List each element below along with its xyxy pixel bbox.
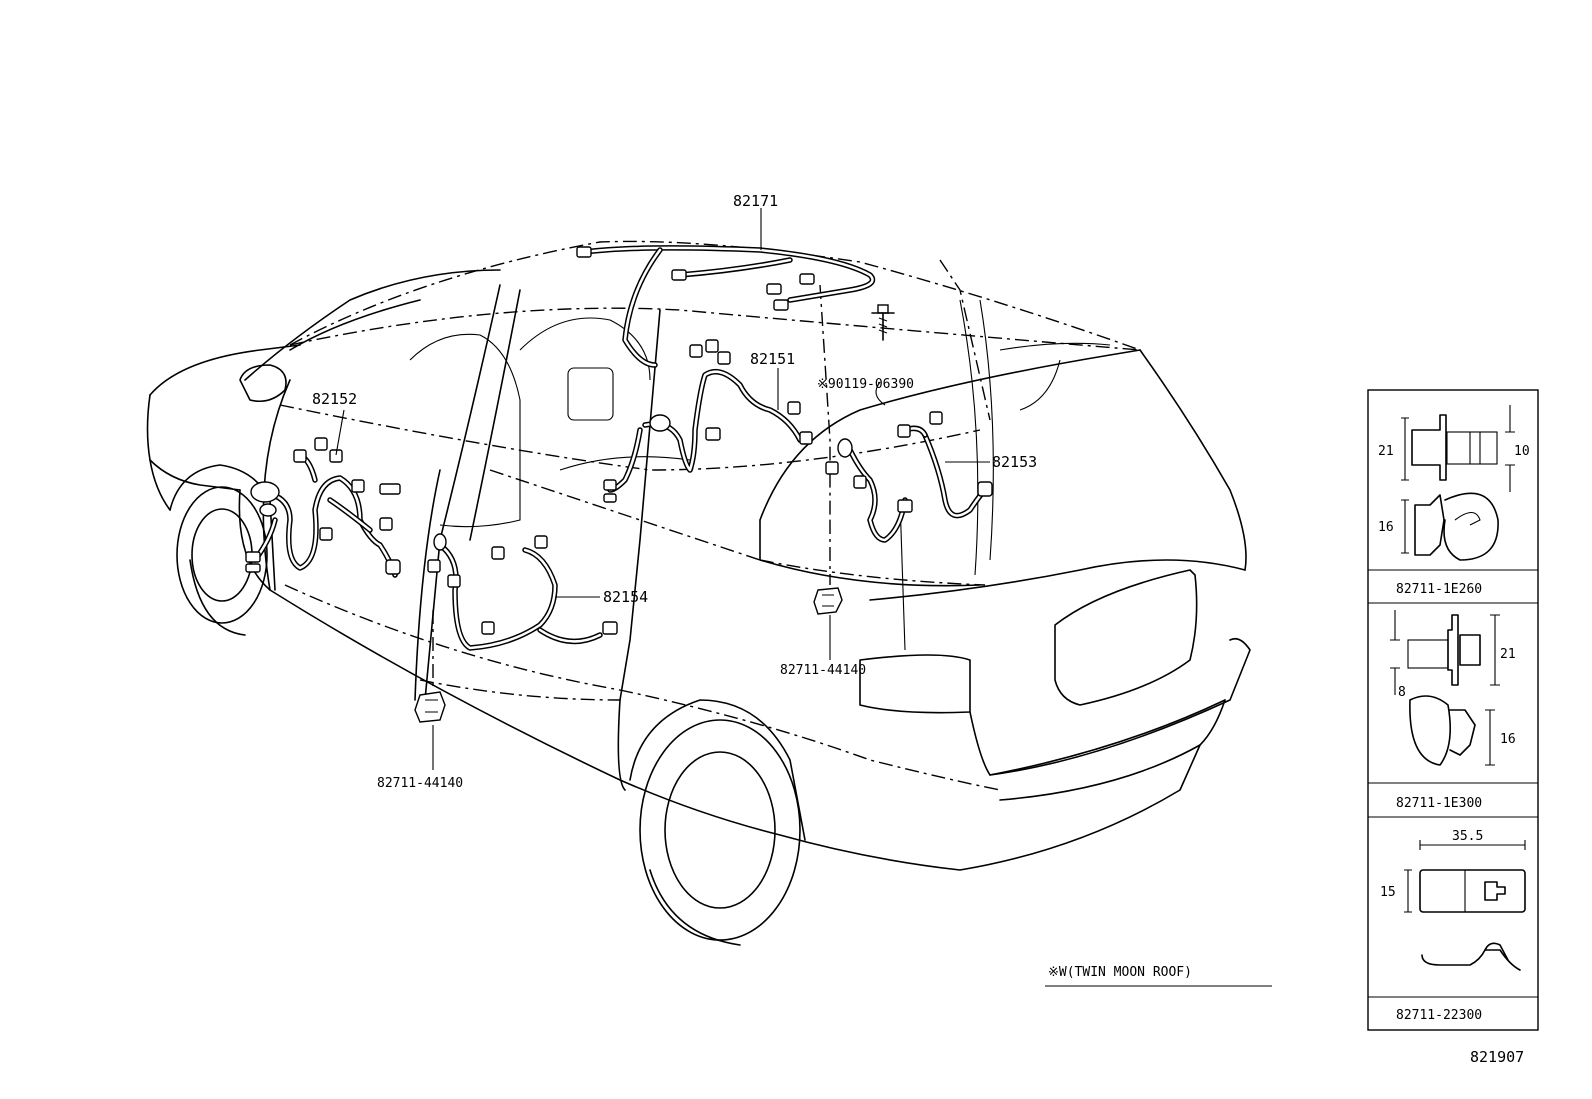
footnote: ※W(TWIN MOON ROOF) <box>1045 965 1272 987</box>
label-clamp-left: 82711-44140 <box>377 776 463 791</box>
clip1-dim-a: 21 <box>1378 444 1394 459</box>
clip-icon <box>1401 405 1515 561</box>
clip-icon <box>1390 610 1500 766</box>
clip-icon <box>1404 840 1526 971</box>
leader-lines <box>335 208 990 770</box>
clip2-dim-b: 8 <box>1398 685 1406 700</box>
note-text: ※W(TWIN MOON ROOF) <box>1048 965 1192 980</box>
label-clamp-right: 82711-44140 <box>780 663 866 678</box>
figure-id: 821907 <box>1470 1048 1524 1066</box>
vehicle-outline <box>146 240 1251 946</box>
clamp-left-icon <box>414 610 446 723</box>
clip3-dim-b: 15 <box>1380 885 1396 900</box>
label-82171: 82171 <box>733 192 778 210</box>
clip2-dim-a: 21 <box>1500 647 1516 662</box>
bolt-icon <box>871 304 895 341</box>
label-82153: 82153 <box>992 453 1037 471</box>
label-82151: 82151 <box>750 350 795 368</box>
label-82154: 82154 <box>603 588 648 606</box>
harness-82152-front <box>245 437 401 578</box>
clip1-dim-c: 16 <box>1378 520 1394 535</box>
clip1-part: 82711-1E260 <box>1396 582 1482 597</box>
clip1-dim-b: 10 <box>1514 444 1530 459</box>
clip3-part: 82711-22300 <box>1396 1008 1482 1023</box>
harness-82171-roof <box>576 245 876 368</box>
harness-82151-center <box>603 339 813 503</box>
clamp-right-icon <box>813 520 843 615</box>
harness-82153-rear <box>825 411 993 543</box>
clip2-dim-c: 16 <box>1500 732 1516 747</box>
clip3-dim-a: 35.5 <box>1452 829 1483 844</box>
harness-82154-side <box>427 533 618 651</box>
clip-panel: 21 10 16 82711-1E260 21 8 16 82711-1E300 <box>1367 389 1539 1031</box>
label-82152: 82152 <box>312 390 357 408</box>
label-bolt: ※90119-06390 <box>817 377 914 392</box>
clip2-part: 82711-1E300 <box>1396 796 1482 811</box>
